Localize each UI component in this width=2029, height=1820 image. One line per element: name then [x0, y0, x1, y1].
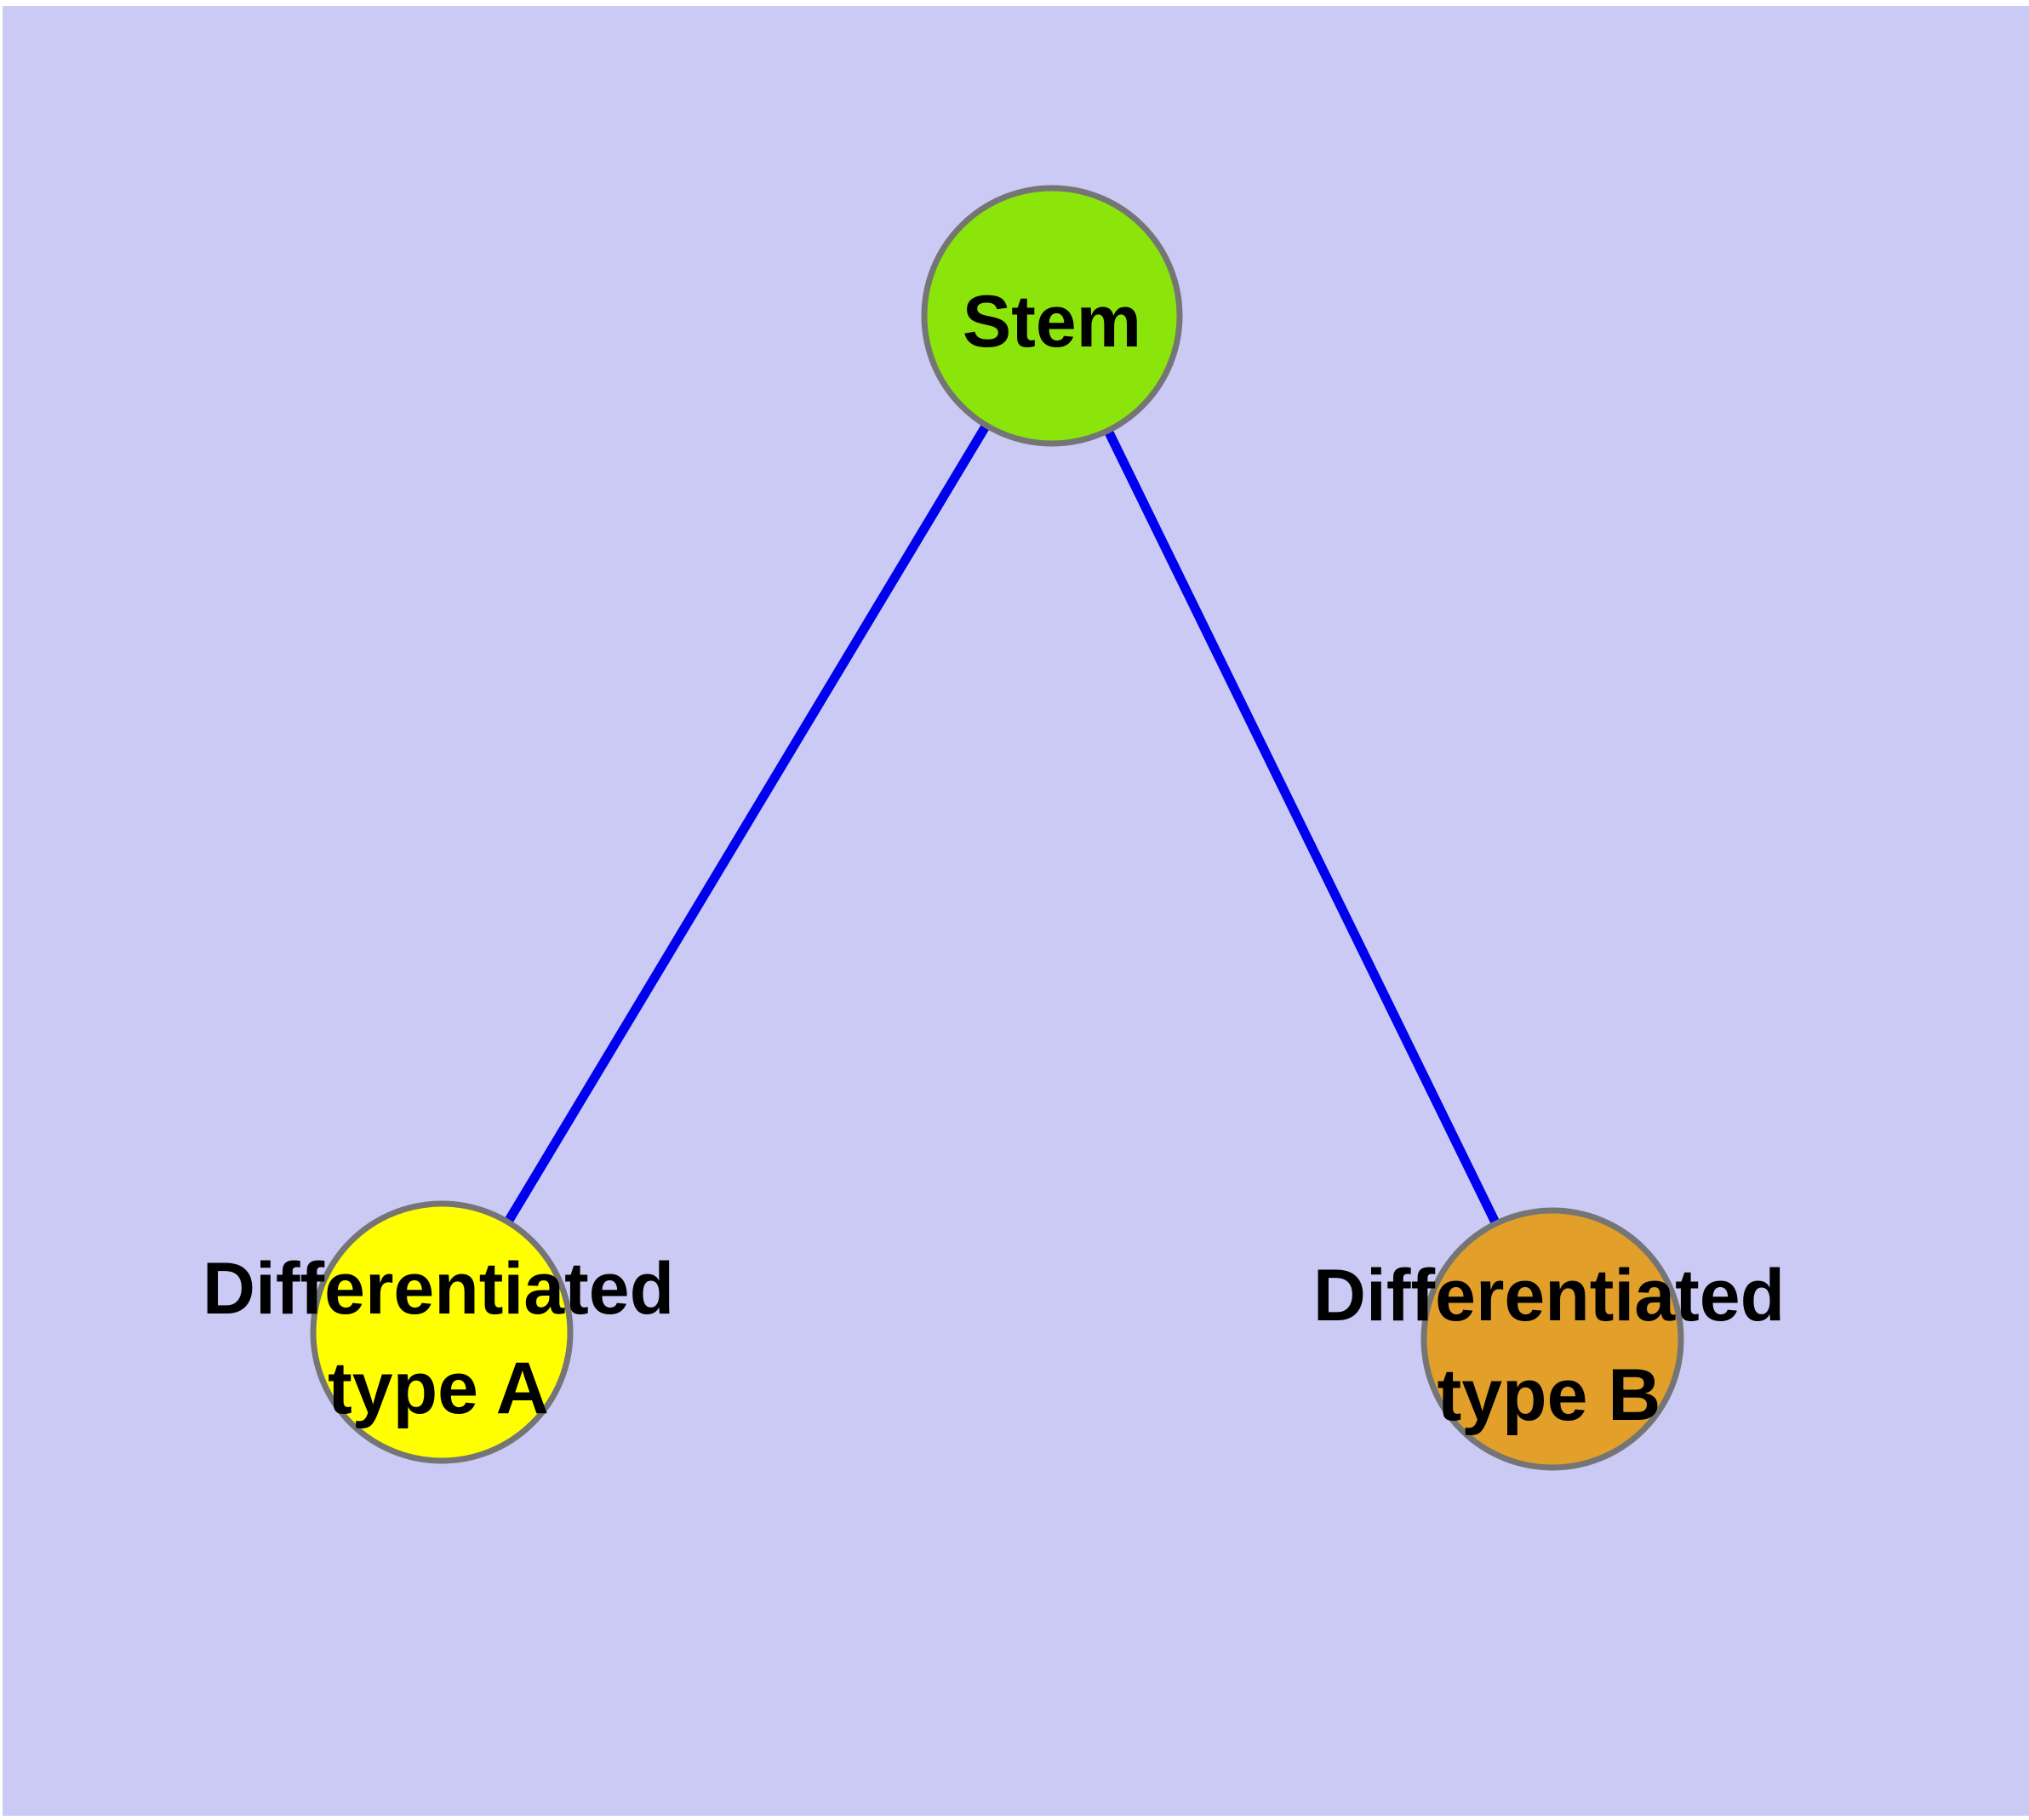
- node-type-a-label-line2: type A: [328, 1348, 549, 1429]
- node-differentiated-type-b: [1420, 1207, 1684, 1471]
- node-type-b-label-line2: type B: [1437, 1354, 1661, 1436]
- edge-stem-to-type-a: [437, 313, 1056, 1335]
- node-differentiated-type-a: [310, 1200, 574, 1464]
- node-stem: [921, 185, 1183, 447]
- node-stem-label: Stem: [963, 281, 1141, 363]
- node-type-a-label-line1: Differentiated: [203, 1248, 674, 1330]
- edge-stem-to-type-b: [1048, 313, 1557, 1342]
- node-type-b-label-line1: Differentiated: [1313, 1255, 1785, 1336]
